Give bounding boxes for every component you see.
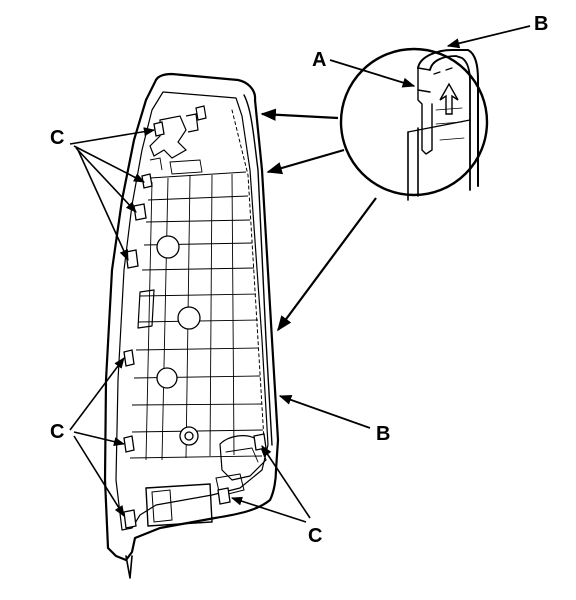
detail-magnifier <box>339 47 489 201</box>
callout-a: A <box>312 49 326 71</box>
panel-bosses <box>156 235 201 446</box>
trim-panel <box>103 72 280 579</box>
callout-c-lower: C <box>50 421 64 443</box>
callout-b-side: B <box>376 423 390 445</box>
top-bracket <box>149 105 207 175</box>
leader-lines <box>69 25 531 523</box>
callout-c-upper: C <box>50 127 64 149</box>
callout-b-top: B <box>534 13 548 35</box>
callout-c-bottom: C <box>308 525 322 547</box>
